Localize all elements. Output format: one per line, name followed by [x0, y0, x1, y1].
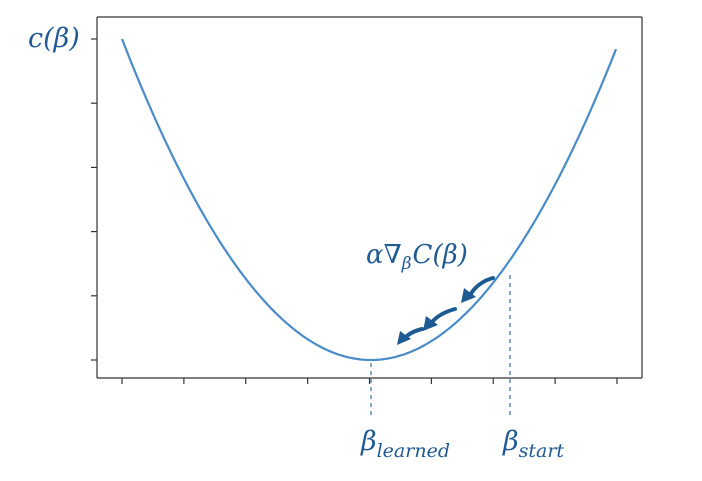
beta-learned-subscript: learned — [377, 440, 450, 462]
axes-frame — [96, 16, 643, 379]
descent-arrow — [423, 307, 457, 331]
beta-start-base: β — [502, 426, 519, 457]
beta-start-label: βstart — [502, 426, 564, 462]
gradient-cost-term: C(β) — [413, 240, 468, 270]
beta-learned-base: β — [360, 426, 377, 457]
gradient-step-label: α∇βC(β) — [366, 240, 468, 274]
y-ticks — [91, 38, 97, 361]
cost-curve — [120, 38, 618, 362]
alpha-symbol: α — [366, 240, 384, 270]
descent-arrows — [397, 276, 495, 345]
nabla-subscript: β — [401, 254, 412, 274]
beta-start-subscript: start — [519, 440, 565, 462]
descent-arrow — [397, 327, 424, 345]
beta-learned-label: βlearned — [360, 426, 450, 462]
nabla-symbol: ∇ — [384, 240, 402, 270]
x-ticks — [121, 378, 618, 384]
y-axis-label: c(β) — [28, 23, 80, 54]
descent-arrow — [461, 276, 495, 303]
